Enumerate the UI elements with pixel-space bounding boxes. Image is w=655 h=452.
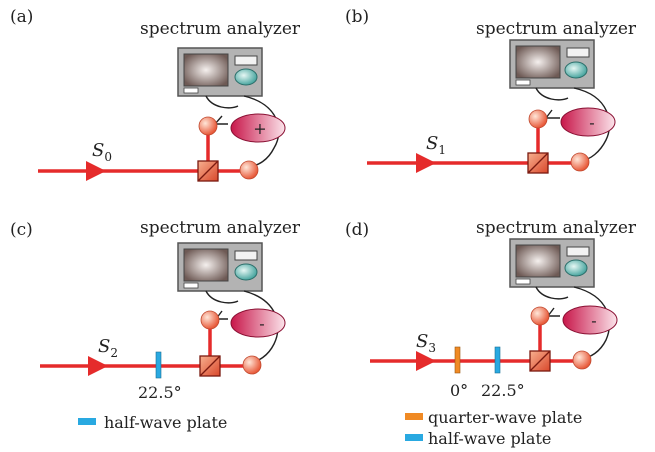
signal-combiner bbox=[230, 113, 286, 143]
photodetector bbox=[242, 355, 262, 375]
source-label: S0 bbox=[92, 140, 112, 164]
half-wave-plate bbox=[155, 351, 162, 379]
photodetector bbox=[239, 160, 259, 180]
photodetector bbox=[198, 116, 218, 136]
beam-arrow bbox=[88, 356, 108, 376]
legend-label: quarter-wave plate bbox=[428, 408, 582, 427]
cable bbox=[545, 109, 560, 119]
panel-label: (d) bbox=[345, 220, 369, 240]
legend-label: half-wave plate bbox=[428, 429, 551, 448]
spectrum-analyzer-label: spectrum analyzer bbox=[140, 19, 301, 39]
plate-angle-label: 0° bbox=[450, 381, 468, 400]
quarter-wave-plate bbox=[454, 346, 461, 374]
signal-combiner bbox=[560, 107, 616, 137]
cable bbox=[214, 115, 228, 125]
source-label: S2 bbox=[98, 336, 118, 360]
combiner-sign: - bbox=[259, 314, 264, 333]
combiner-sign: - bbox=[591, 311, 596, 330]
panel-c: (c) spectrum analyzer - 22.5° S2 half-wa… bbox=[10, 218, 301, 432]
panel-b: (b) spectrum analyzer - S1 bbox=[345, 7, 637, 174]
photodetector bbox=[200, 310, 220, 330]
signal-combiner bbox=[562, 305, 618, 335]
photodetector bbox=[530, 306, 550, 326]
cable bbox=[535, 286, 569, 300]
photodetector bbox=[528, 109, 548, 129]
combiner-sign: + bbox=[253, 119, 266, 138]
spectrum-analyzer-icon bbox=[509, 238, 595, 288]
cable bbox=[547, 307, 560, 317]
source-label: S3 bbox=[416, 331, 436, 355]
photodetector bbox=[572, 350, 592, 370]
cable bbox=[535, 87, 569, 101]
cable bbox=[205, 95, 239, 109]
panel-label: (b) bbox=[345, 7, 369, 27]
combiner-sign: - bbox=[589, 113, 594, 132]
spectrum-analyzer-icon bbox=[177, 242, 263, 292]
cable bbox=[573, 87, 611, 161]
panel-label: (c) bbox=[10, 220, 33, 240]
spectrum-analyzer-label: spectrum analyzer bbox=[476, 218, 637, 238]
spectrum-analyzer-label: spectrum analyzer bbox=[476, 19, 637, 39]
panel-a: (a) spectrum analyzer + S0 bbox=[10, 7, 301, 182]
panel-label: (a) bbox=[10, 7, 33, 27]
signal-combiner bbox=[230, 308, 286, 338]
half-wave-plate-legend-swatch bbox=[78, 418, 96, 425]
spectrum-analyzer-label: spectrum analyzer bbox=[140, 218, 301, 238]
panel-d: (d) spectrum analyzer - 0° 22.5° S3 quar… bbox=[345, 218, 637, 448]
spectrum-analyzer-icon bbox=[509, 39, 595, 89]
cable bbox=[205, 290, 239, 304]
photodetector bbox=[570, 152, 590, 172]
legend-label: half-wave plate bbox=[104, 413, 227, 432]
half-wave-plate-legend-swatch bbox=[405, 434, 423, 441]
plate-angle-label: 22.5° bbox=[481, 381, 525, 400]
beam-arrow bbox=[86, 161, 106, 181]
quarter-wave-plate-legend-swatch bbox=[405, 413, 423, 420]
spectrum-analyzer-icon bbox=[177, 47, 263, 97]
source-label: S1 bbox=[426, 133, 446, 157]
cable bbox=[243, 95, 280, 167]
plate-angle-label: 22.5° bbox=[138, 383, 182, 402]
half-wave-plate bbox=[494, 346, 501, 374]
beam-arrow bbox=[416, 351, 436, 371]
beam-arrow bbox=[416, 153, 436, 173]
